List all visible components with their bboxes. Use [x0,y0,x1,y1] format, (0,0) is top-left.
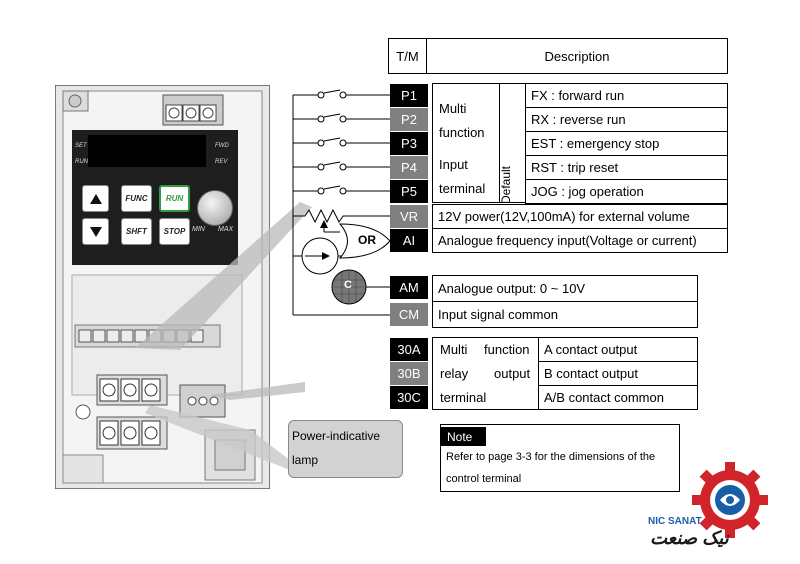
relay-line3: terminal [440,390,487,405]
led-run-label: RUN [75,159,88,165]
note-text-line2: control terminal [446,473,522,485]
multi-function-line1: Multi [439,101,467,116]
relay-line2b: output [494,366,531,381]
description-header-text: Description [544,48,610,64]
tm-header-text: T/M [396,48,419,64]
terminal-am: AM [390,276,428,299]
terminal-p3: P3 [390,132,428,155]
terminal-p5: P5 [390,180,428,203]
p1-description: FX : forward run [525,83,728,108]
multi-function-line2: function [439,125,485,140]
relay-30a-description: A contact output [538,337,698,362]
logo-persian-text: نیک صنعت [650,528,729,548]
run-button[interactable]: RUN [159,185,190,212]
callout-line1: Power-indicative [292,429,381,443]
callout-line2: lamp [292,453,319,467]
led-set-label: SET [75,143,87,149]
am-description: Analogue output: 0 ~ 10V [432,275,698,302]
terminal-vr: VR [390,205,428,228]
up-arrow-icon [89,193,102,204]
stop-button[interactable]: STOP [159,218,190,245]
relay-30b-description: B contact output [538,361,698,386]
p4-description: RST : trip reset [525,155,728,180]
meter-label: C [344,279,352,291]
relay-30c-description: A/B contact common [538,385,698,410]
shft-button[interactable]: SHFT [121,218,152,245]
note-title: Note [441,427,486,446]
relay-cell [432,337,539,410]
up-arrow-button[interactable] [82,185,109,212]
knob-min-label: MIN [192,226,205,233]
terminal-30c: 30C [390,386,428,409]
default-label: Default [499,165,514,205]
or-gate-label: OR [358,233,376,247]
terminal-p4: P4 [390,156,428,179]
led-fwd-label: FWD [215,143,229,149]
nic-sanat-logo [690,460,770,540]
gear-logo-icon [692,462,768,538]
terminal-cm: CM [390,303,428,326]
relay-line2a: relay [440,366,469,381]
ai-description: Analogue frequency input(Voltage or curr… [432,228,728,253]
multi-function-line3: Input [439,157,468,172]
terminal-30b: 30B [390,362,428,385]
volume-knob[interactable] [197,190,233,226]
down-arrow-icon [89,226,102,237]
relay-line1b: function [484,342,530,357]
multi-function-line4: terminal [439,181,486,196]
note-text-line1: Refer to page 3-3 for the dimensions of … [446,451,656,463]
terminal-ai: AI [390,229,428,252]
relay-line1a: Multi [440,342,468,357]
p2-description: RX : reverse run [525,107,728,132]
logo-latin-text: NIC SANAT [648,516,702,527]
knob-max-label: MAX [218,226,234,233]
terminal-p1: P1 [390,84,428,107]
cm-description: Input signal common [432,301,698,328]
vr-description: 12V power(12V,100mA) for external volume [432,204,728,229]
multi-function-cell [432,83,500,203]
power-lamp-callout [288,420,403,478]
terminal-30a: 30A [390,338,428,361]
description-header: Description [426,38,728,74]
func-button[interactable]: FUNC [121,185,152,212]
tm-header: T/M [388,38,427,74]
down-arrow-button[interactable] [82,218,109,245]
p3-description: EST : emergency stop [525,131,728,156]
p5-description: JOG : jog operation [525,179,728,204]
led-rev-label: REV [215,159,228,165]
terminal-p2: P2 [390,108,428,131]
